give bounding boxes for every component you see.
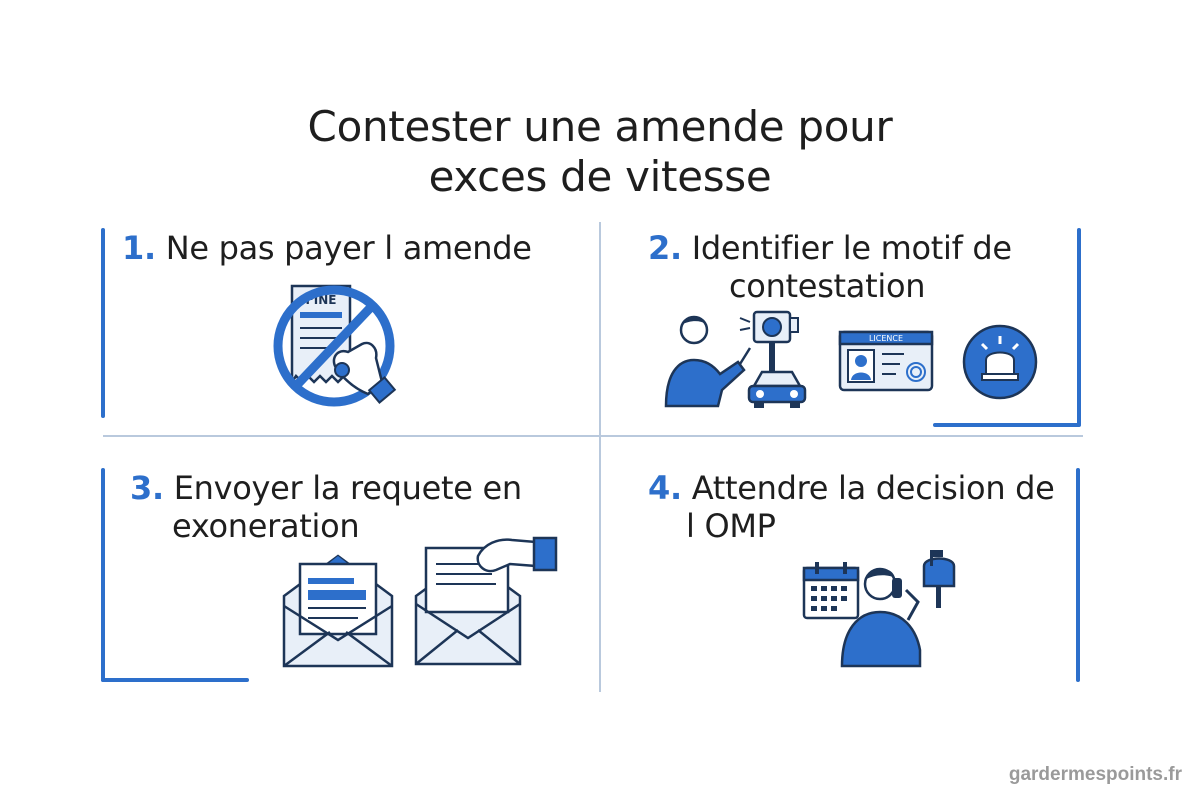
step-2-title: 2. Identifier le motif de: [648, 228, 1012, 268]
person-on-phone-icon: [840, 567, 922, 668]
step-4-label-line-2: l OMP: [686, 507, 776, 545]
hand-icon: [476, 536, 558, 573]
step-4-label-line-1: Attendre la decision de: [691, 469, 1055, 507]
speed-camera-icon: [739, 310, 799, 372]
page-title-line-2: exces de vitesse: [428, 152, 772, 201]
vertical-divider: [599, 222, 601, 692]
step-3-label-line-2: exoneration: [172, 507, 360, 545]
envelope-icon: [282, 554, 394, 668]
horizontal-divider: [103, 435, 1083, 437]
step-2-label-line-2: contestation: [729, 267, 926, 305]
no-payment-icon: FINE: [273, 284, 397, 407]
licence-card-label: LICENCE: [869, 334, 903, 343]
step-3-number: 3.: [130, 469, 164, 507]
step-4-number: 4.: [648, 469, 682, 507]
accent-line-q4-right: [1076, 468, 1080, 682]
envelope-icon: [414, 536, 558, 666]
site-watermark: gardermespoints.fr: [1008, 764, 1182, 785]
step-1-label: Ne pas payer l amende: [165, 229, 532, 267]
accent-line-q2-bottom: [933, 423, 1081, 427]
car-icon: [747, 370, 807, 408]
person-pointing-icon: [664, 315, 752, 408]
accent-line-q3-bottom: [101, 678, 249, 682]
step-4-title: 4. Attendre la decision de: [648, 468, 1055, 508]
mailbox-icon: [922, 550, 956, 608]
step-1-number: 1.: [122, 229, 156, 267]
step-2-number: 2.: [648, 229, 682, 267]
accent-line-q1-left: [101, 228, 105, 418]
step-2-label-line-1: Identifier le motif de: [691, 229, 1012, 267]
accent-line-q2-right: [1077, 228, 1081, 426]
step-3-label-line-1: Envoyer la requete en: [173, 469, 522, 507]
calendar-icon: [802, 562, 860, 620]
document-icon: [298, 562, 378, 636]
licence-card-icon: LICENCE: [838, 330, 934, 392]
accent-line-q3-left: [101, 468, 105, 682]
siren-icon: [962, 324, 1038, 400]
step-3-title: 3. Envoyer la requete en: [130, 468, 522, 508]
step-1-title: 1. Ne pas payer l amende: [122, 228, 532, 268]
page-title-line-1: Contester une amende pour: [307, 102, 893, 151]
hand-icon: [332, 341, 397, 404]
